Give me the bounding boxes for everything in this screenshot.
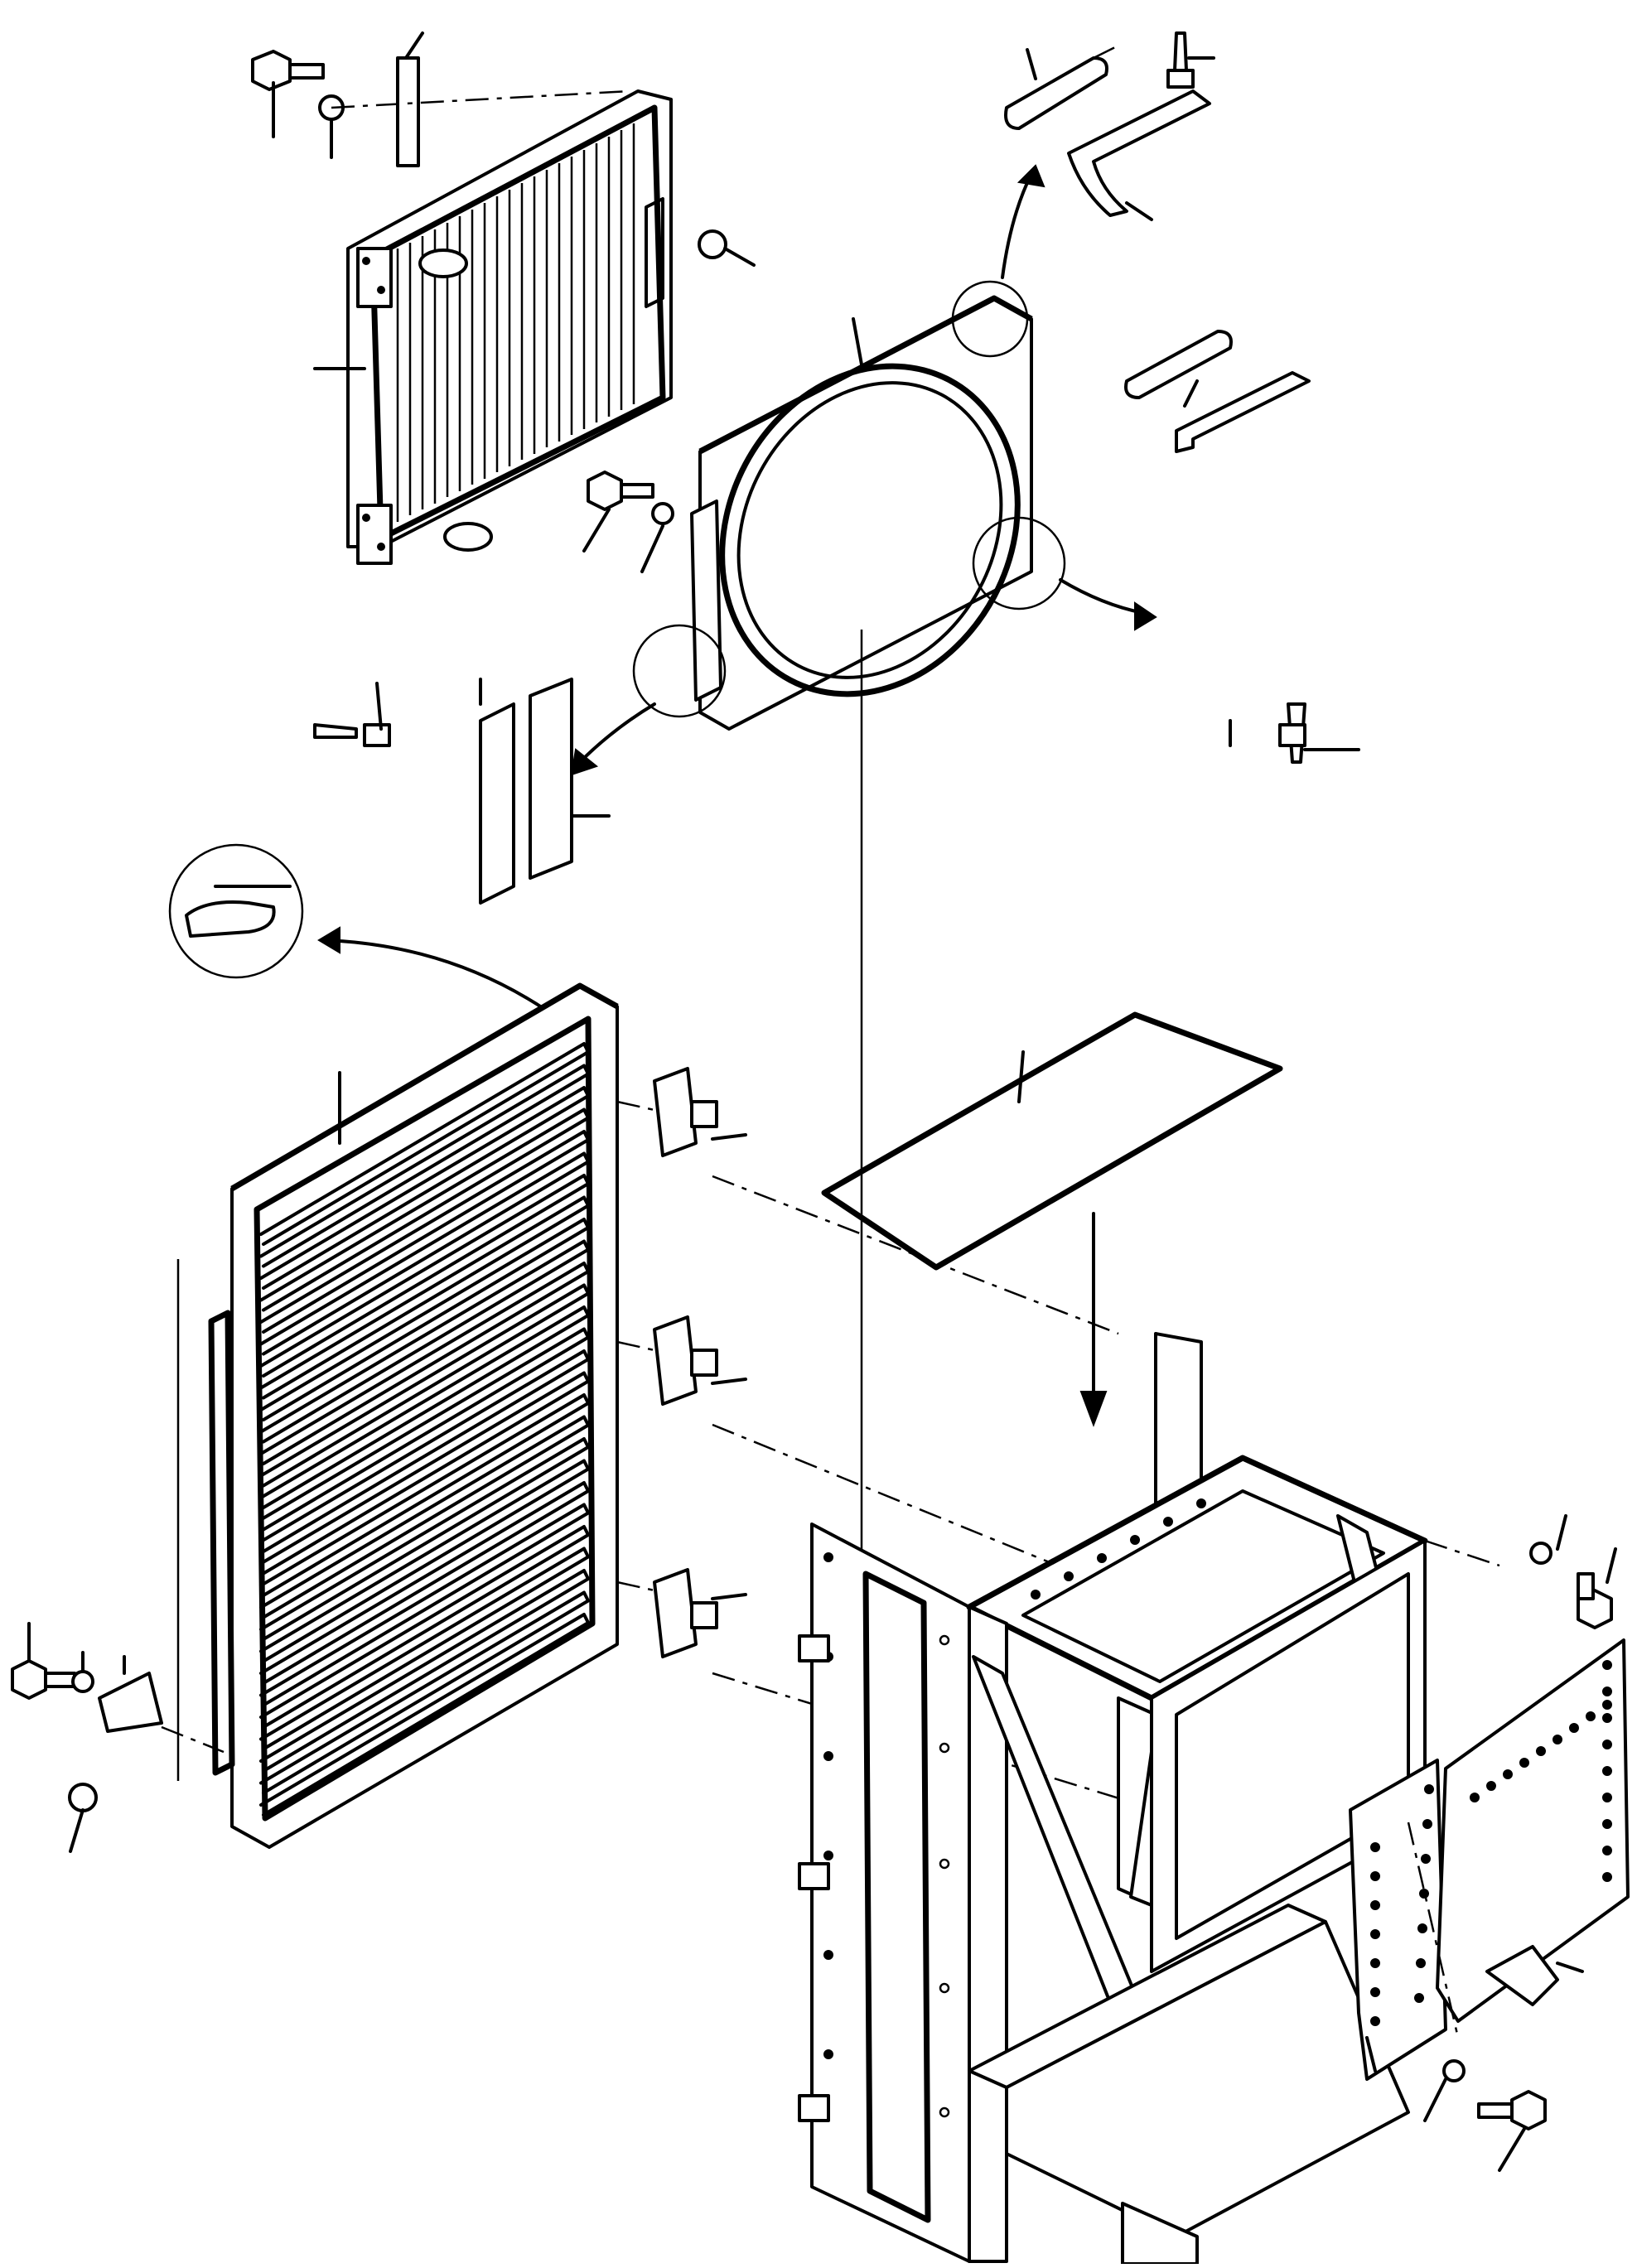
bolt-hole xyxy=(1602,1660,1612,1670)
bolt-hole xyxy=(1602,1766,1612,1776)
louver-slat xyxy=(259,1459,590,1663)
bolt-hole xyxy=(1421,1854,1431,1864)
bolt-hole xyxy=(1419,1889,1429,1899)
louver-slat xyxy=(259,1239,590,1444)
louver-slat xyxy=(259,1371,590,1576)
bolt-hole xyxy=(1416,1958,1426,1968)
bolt-hole xyxy=(1370,1958,1380,1968)
louver-slat xyxy=(259,1174,590,1378)
side-panel-left xyxy=(1349,1759,1447,2081)
louver-slat xyxy=(259,1218,590,1421)
side-panel-right xyxy=(1436,1638,1630,2023)
louver-slat xyxy=(259,1613,590,1817)
bolt-hole xyxy=(823,1950,833,1960)
hinge-top xyxy=(653,1067,747,1157)
fastener-group-right xyxy=(1442,1542,1613,2130)
louver-slat xyxy=(259,1569,590,1773)
bolt-hole xyxy=(823,1751,833,1761)
bolt-hole xyxy=(1569,1723,1579,1733)
radiator-grille xyxy=(208,982,619,1849)
louver-slat xyxy=(259,1437,590,1641)
detail-arrows xyxy=(570,164,1157,776)
bolt-hole xyxy=(1536,1746,1546,1756)
fastener-group xyxy=(11,1659,163,1812)
bolt-hole xyxy=(1370,1842,1380,1852)
louver-slat xyxy=(259,1503,590,1707)
louver-slat xyxy=(259,1525,590,1729)
bolt-hole xyxy=(1414,1993,1424,2003)
bolt-hole xyxy=(1486,1781,1496,1791)
bolt-hole xyxy=(1031,1590,1041,1600)
clamp-icon xyxy=(396,56,420,167)
bolt-hole xyxy=(1602,1687,1612,1696)
louver-slat xyxy=(259,1151,590,1356)
bolt-hole xyxy=(1602,1713,1612,1723)
bolt-hole xyxy=(1370,1987,1380,1997)
bolt-hole xyxy=(1424,1784,1434,1794)
bolt-hole xyxy=(1370,2016,1380,2026)
louver-slat xyxy=(259,1393,590,1597)
louver-slat xyxy=(259,1547,590,1751)
bolt-hole xyxy=(1130,1535,1140,1545)
bolt-icon xyxy=(587,470,623,511)
seal-strip xyxy=(479,44,1311,905)
bolt-hole xyxy=(1417,1923,1427,1933)
bolt-hole xyxy=(1370,1900,1380,1910)
washer-icon xyxy=(651,502,674,525)
hinge-bottom xyxy=(653,1568,747,1658)
louver-slat xyxy=(259,1305,590,1509)
louver-slat xyxy=(259,1130,590,1334)
bolt-hole xyxy=(1602,1819,1612,1829)
oil-cooler xyxy=(346,89,673,565)
bolt-hole xyxy=(1586,1711,1596,1721)
louver-slat xyxy=(259,1064,590,1268)
bolt-hole xyxy=(1370,1929,1380,1939)
bolt-hole xyxy=(823,1851,833,1860)
fan-shroud xyxy=(632,280,1066,731)
louver-slat xyxy=(259,1262,590,1465)
bolt-hole xyxy=(1370,1871,1380,1881)
louver-slat xyxy=(259,1415,590,1619)
louver-slat xyxy=(259,1042,590,1246)
radiator-guard-frame xyxy=(798,1332,1428,2266)
detail-magnifier xyxy=(168,843,548,1012)
bolt-hole xyxy=(1602,1793,1612,1802)
louver-slat xyxy=(259,1107,590,1312)
bolt-hole xyxy=(823,2049,833,2059)
bolt-hole xyxy=(1602,1740,1612,1749)
louver-slat xyxy=(259,1283,590,1488)
nut-icon xyxy=(698,229,727,259)
louver-slat xyxy=(259,1086,590,1290)
cover-plate xyxy=(821,1011,1283,1271)
bolt-hole xyxy=(823,1552,833,1562)
hinge-middle xyxy=(653,1315,747,1406)
bolt-hole xyxy=(1097,1553,1107,1563)
louver-slat xyxy=(259,1327,590,1532)
bolt-icon xyxy=(251,50,325,91)
bolt-hole xyxy=(1552,1735,1562,1744)
bolt-hole xyxy=(1602,1700,1612,1710)
louver-slat xyxy=(259,1590,590,1795)
rivet-icon xyxy=(313,31,1306,764)
bolt-hole xyxy=(1163,1517,1173,1527)
louver-slat xyxy=(259,1481,590,1685)
louver-slat xyxy=(259,1195,590,1400)
bolt-hole xyxy=(1602,1846,1612,1855)
bolt-hole xyxy=(1422,1819,1432,1829)
bolt-hole xyxy=(1470,1793,1480,1802)
bolt-hole xyxy=(1602,1872,1612,1882)
bolt-hole xyxy=(1503,1769,1513,1779)
bolt-hole xyxy=(1519,1758,1529,1768)
louver-slat xyxy=(259,1349,590,1553)
bolt-hole xyxy=(1196,1498,1206,1508)
bolt-hole xyxy=(1064,1571,1074,1581)
